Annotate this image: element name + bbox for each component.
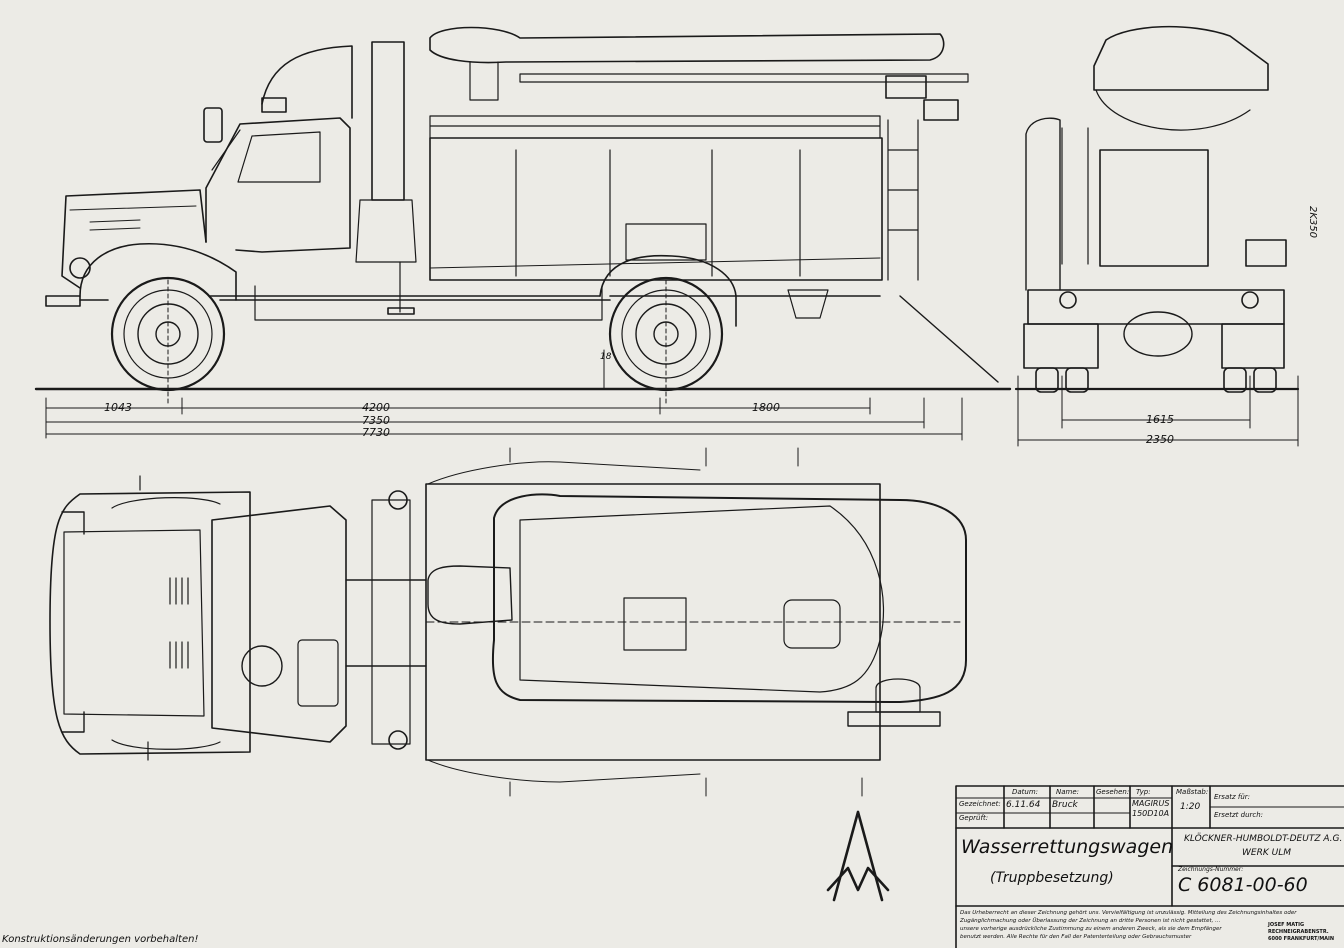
- top-cab: [211, 505, 347, 743]
- ersetzt-durch: Ersetzt durch:: [1214, 811, 1264, 819]
- scale-value: 1:20: [1180, 802, 1201, 812]
- tow-hitch: [787, 289, 829, 319]
- top-dinghy: [427, 565, 513, 625]
- dim-length-total: 7730: [362, 426, 390, 439]
- row-geprueft: Geprüft:: [959, 814, 989, 822]
- rear-wheel: [608, 276, 724, 392]
- dim-rear-overhang: 1800: [752, 401, 780, 414]
- top-view: [49, 447, 967, 797]
- row-gezeichnet: Gezeichnet:: [959, 800, 1001, 808]
- rescue-boat: [429, 26, 945, 64]
- title-block: Datum: Name: Gesehen: Typ: Maßstab: Geze…: [956, 786, 1344, 948]
- body-compartments: [515, 149, 801, 277]
- footnote: Konstruktionsänderungen vorbehalten!: [2, 934, 199, 945]
- title-block-grid: [955, 785, 1344, 948]
- beacon-light: [261, 97, 287, 113]
- roof-rack: [429, 115, 881, 139]
- copyright-line-1: Das Urheberrecht an dieser Zeichnung geh…: [960, 910, 1297, 916]
- dim-track-width: 1615: [1146, 413, 1174, 426]
- header-gesehen: Gesehen:: [1096, 788, 1130, 796]
- crane-column: [371, 41, 405, 201]
- ersatz-fuer: Ersatz für:: [1214, 793, 1251, 801]
- header-typ: Typ:: [1136, 788, 1151, 796]
- roll-bar: [261, 45, 353, 119]
- top-engine-hood: [63, 529, 205, 717]
- copyright-line-2: Zugänglichmachung oder Überlassung der Z…: [960, 918, 1221, 924]
- side-dimension-lines: [45, 279, 963, 441]
- magirus-logo: [826, 810, 890, 902]
- side-marking: 2K350: [1307, 206, 1318, 239]
- dim-ground-clearance: 18: [600, 352, 612, 362]
- top-boat-outline: [491, 493, 967, 703]
- front-bumper: [45, 295, 81, 307]
- top-vents: [169, 577, 189, 669]
- copyright-line-4: benutzt werden. Alle Rechte für den Fall…: [960, 934, 1192, 940]
- rear-boat-profile: [1093, 25, 1269, 91]
- differential: [1123, 311, 1193, 357]
- top-hood-outline: [49, 491, 251, 755]
- equipment-body: [429, 137, 883, 281]
- drawing-subtitle: (Truppbesetzung): [990, 870, 1114, 886]
- steering-wheel: [241, 645, 283, 687]
- side-view: [34, 26, 1012, 441]
- copyright-line-3: unsere vorherige ausdrückliche Zustimmun…: [960, 926, 1222, 932]
- company-plant: WERK ULM: [1242, 848, 1291, 858]
- boat-lamp: [885, 75, 927, 99]
- front-wheel: [110, 276, 226, 392]
- chassis-side-rail: [254, 285, 603, 321]
- pump-unit: [625, 223, 707, 261]
- date-drawn: 6.11.64: [1006, 800, 1041, 810]
- name-drawn: Bruck: [1052, 800, 1078, 810]
- rear-fender: [599, 254, 737, 327]
- type-value: MAGIRUS 150D10A: [1132, 799, 1170, 818]
- engine-hood: [61, 189, 207, 289]
- top-pump: [623, 597, 687, 651]
- dim-length-body: 7350: [362, 414, 390, 427]
- rear-door: [1099, 149, 1209, 267]
- ramp: [899, 295, 999, 383]
- headlight: [69, 257, 91, 279]
- dim-wheelbase: 4200: [362, 401, 390, 414]
- ladder: [887, 119, 919, 281]
- dealer-stamp: JOSEF MATIG RECHNEIGRABENSTR. 6000 FRANK…: [1268, 922, 1335, 942]
- drawing-title: Wasserrettungswagen: [961, 836, 1174, 858]
- header-name: Name:: [1056, 788, 1080, 796]
- driver-seat: [297, 639, 339, 707]
- rear-bumper: [1027, 289, 1285, 325]
- driver-cab: [205, 117, 351, 253]
- company-name: KLÖCKNER-HUMBOLDT-DEUTZ A.G.: [1184, 834, 1343, 844]
- rear-wheel-right: [1221, 323, 1285, 369]
- cab-window: [237, 131, 321, 183]
- front-fender: [79, 242, 237, 301]
- top-swing-arcs: [427, 447, 863, 797]
- rear-wheel-left: [1023, 323, 1099, 369]
- header-datum: Datum:: [1012, 788, 1039, 796]
- dim-front-overhang: 1043: [104, 401, 132, 414]
- drawing-number: C 6081-00-60: [1178, 874, 1308, 896]
- side-mirror: [203, 107, 223, 143]
- top-chassis-rails: [345, 579, 427, 667]
- header-massstab: Maßstab:: [1176, 788, 1209, 796]
- chassis-frame: [79, 295, 881, 301]
- rear-view: [1014, 25, 1300, 447]
- drawing-number-label: Zeichnungs-Nummer:: [1178, 866, 1244, 873]
- dim-overall-width: 2350: [1146, 433, 1174, 446]
